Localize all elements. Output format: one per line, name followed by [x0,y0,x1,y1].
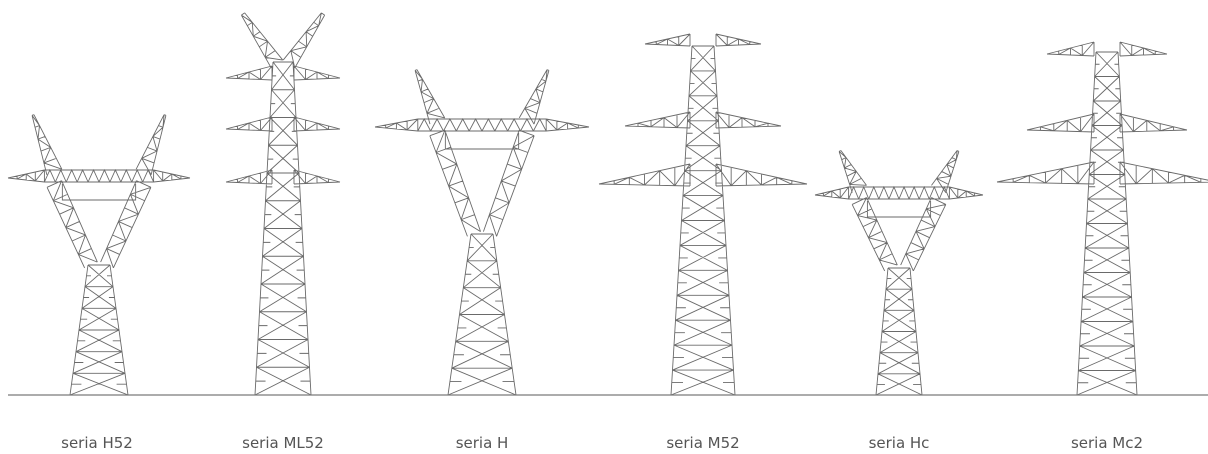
caption-seria-mc2: seria Mc2 [1071,434,1143,452]
tower-seria-h [374,69,590,396]
tower-seria-ml52-lattice [225,12,341,396]
tower-seria-hc-lattice [814,150,984,396]
labels-layer: seria H52 seria ML52 seria H seria M52 s… [61,434,1143,452]
caption-seria-hc: seria Hc [869,434,930,452]
caption-seria-h: seria H [456,434,509,452]
tower-seria-h52-lattice [7,114,191,396]
tower-seria-m52-lattice [598,33,808,396]
caption-seria-ml52: seria ML52 [242,434,324,452]
tower-seria-h52 [7,114,191,396]
tower-seria-m52 [598,33,808,396]
tower-seria-mc2-lattice [996,41,1208,396]
caption-seria-h52: seria H52 [61,434,133,452]
tower-seria-hc [814,150,984,396]
tower-seria-ml52 [225,12,341,396]
caption-seria-m52: seria M52 [666,434,739,452]
tower-seria-mc2 [996,41,1208,396]
towers-layer [7,12,1208,396]
tower-seria-h-lattice [374,69,590,396]
